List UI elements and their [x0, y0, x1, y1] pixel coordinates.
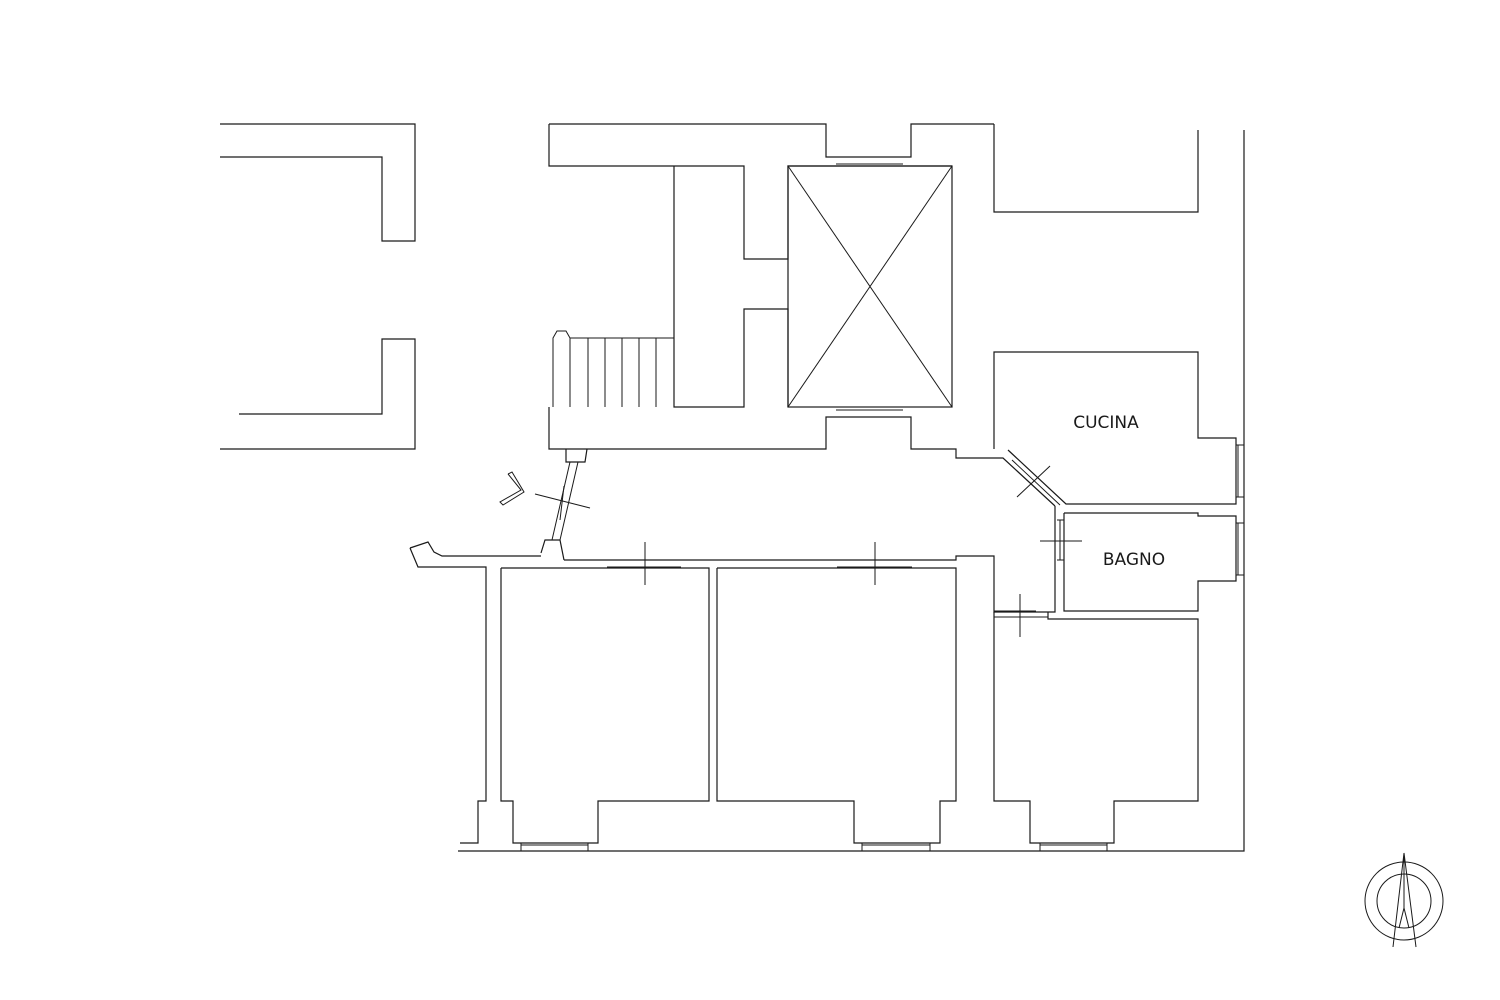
stair-core-walls: [548, 123, 1056, 507]
neighbor-wall-top-left: [220, 123, 416, 450]
kitchen-label: CUCINA: [1073, 413, 1139, 433]
bathroom-label: BAGNO: [1103, 550, 1165, 570]
bedroom-1: [500, 567, 710, 851]
staircase: [552, 330, 674, 407]
bedroom-3: [993, 594, 1199, 851]
outer-perimeter: [458, 130, 1245, 852]
bathroom-room: BAGNO: [1040, 512, 1244, 612]
bedroom-2: [716, 567, 957, 851]
kitchen-room: CUCINA: [993, 351, 1244, 506]
wall-top-right: [993, 124, 1199, 213]
entrance-door: [499, 448, 591, 561]
lift-shaft: [787, 165, 953, 408]
north-arrow-icon: [1364, 852, 1444, 948]
corridor-wall: [409, 506, 1056, 844]
